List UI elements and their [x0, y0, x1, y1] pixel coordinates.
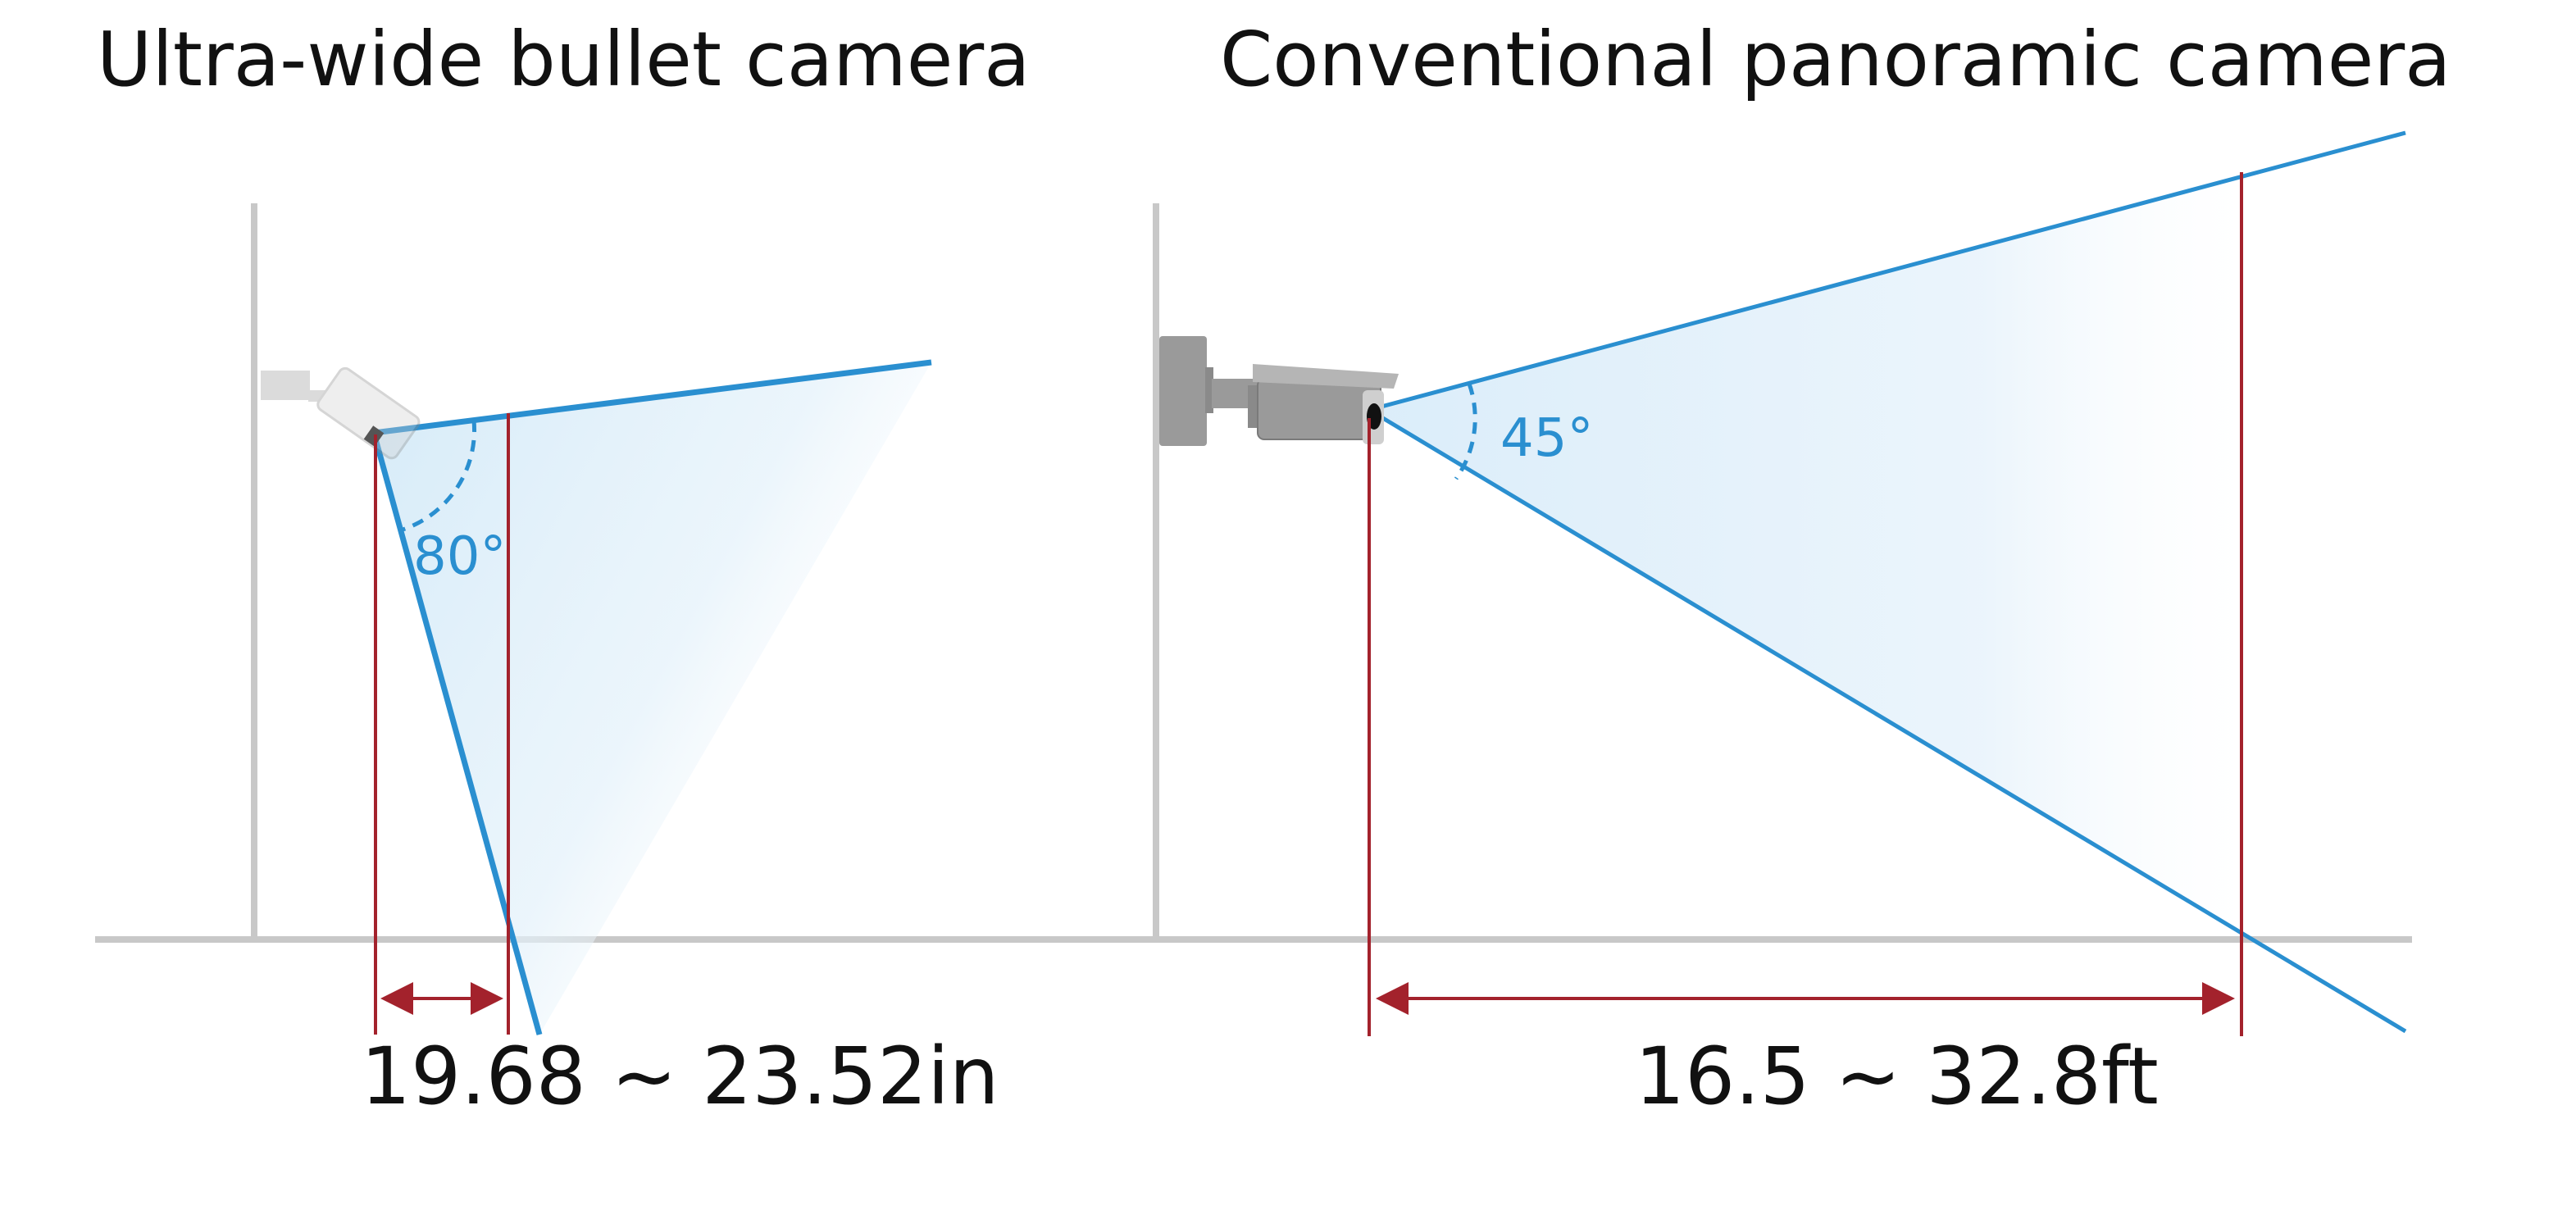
left-angle-arc	[399, 420, 477, 533]
left-fov-edge-top	[373, 359, 932, 436]
left-fov-area	[374, 362, 931, 1035]
right-angle-arc	[1454, 383, 1477, 480]
panoramic-camera-icon	[1159, 336, 1399, 446]
right-fov-edge-top	[1368, 130, 2406, 412]
left-panel-title: Ultra-wide bullet camera	[97, 16, 1031, 103]
right-fov-area	[1369, 175, 2241, 936]
right-distance-label: 16.5 ~ 32.8ft	[1635, 1030, 2159, 1122]
right-panel: Conventional panoramic camera 45° 16.5 ~…	[1153, 16, 2451, 1122]
left-panel: Ultra-wide bullet camera 80° 19.68 ~ 23.…	[95, 16, 2412, 1122]
left-angle-label: 80°	[413, 526, 506, 587]
right-fov-edge-bottom	[1368, 407, 2407, 1034]
right-angle-label: 45°	[1500, 408, 1593, 469]
left-distance-label: 19.68 ~ 23.52in	[361, 1030, 999, 1122]
right-panel-title: Conventional panoramic camera	[1220, 16, 2451, 103]
left-fov-edge-bottom	[371, 432, 543, 1035]
ultra-wide-camera-icon	[261, 366, 421, 460]
